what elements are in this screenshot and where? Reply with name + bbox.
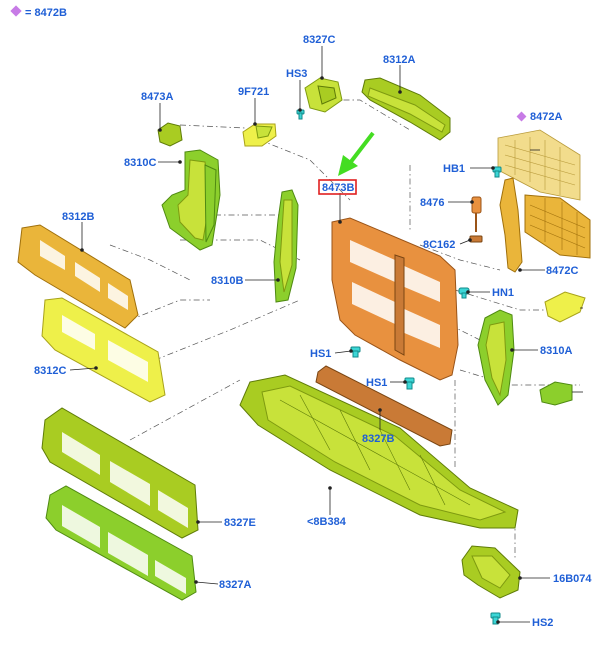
label-HB1[interactable]: HB1 [443,163,465,175]
legend: = 8472B [10,5,67,19]
part-8472A-lower[interactable] [524,194,591,259]
part-right-bracket-upper[interactable] [544,291,586,323]
selected-part-label[interactable]: 8473B [322,182,354,194]
label-HS3[interactable]: HS3 [286,68,307,80]
label-8472A[interactable]: 8472A [530,111,562,123]
label-8473A[interactable]: 8473A [141,91,173,103]
label-8472C[interactable]: 8472C [546,265,578,277]
part-8C162[interactable] [469,235,483,243]
part-8312A[interactable] [361,77,451,141]
part-8312C[interactable] [41,297,166,403]
label-9F721[interactable]: 9F721 [238,86,269,98]
label-8C162[interactable]: 8C162 [423,239,455,251]
label-HS1-right[interactable]: HS1 [366,377,387,389]
selection-highlight: 8473B [318,131,375,195]
label-8476[interactable]: 8476 [420,197,444,209]
label-8B384[interactable]: <8B384 [307,516,347,528]
label-8312C[interactable]: 8312C [34,365,66,377]
part-8310C[interactable] [161,149,221,251]
part-8B384[interactable] [239,374,519,529]
part-8472C[interactable] [499,177,523,273]
label-8327A[interactable]: 8327A [219,579,251,591]
part-8312B[interactable] [17,224,139,329]
part-8327E[interactable] [41,407,199,539]
8472A-diamond-icon [516,111,527,122]
selected-label-box [318,179,357,195]
part-8473B[interactable] [331,217,459,381]
part-right-bracket-lower[interactable] [539,381,573,406]
part-labels: 8327C 8312A HS3 8473A 9F721 8472A 8310C … [34,34,592,629]
part-8310B[interactable] [273,189,299,303]
part-8473A[interactable] [157,122,183,147]
part-8327A[interactable] [45,485,197,601]
label-8327C[interactable]: 8327C [303,34,335,46]
part-8476[interactable] [471,196,482,232]
fastener-HS1-right[interactable] [404,377,415,390]
label-8310A[interactable]: 8310A [540,345,572,357]
leader-lines [69,46,583,624]
label-HS1-left[interactable]: HS1 [310,348,331,360]
label-8327E[interactable]: 8327E [224,517,256,529]
label-8327B[interactable]: 8327B [362,433,394,445]
part-8310A[interactable] [477,309,515,406]
selection-arrow-head-icon [338,155,358,176]
part-8327C[interactable] [304,77,343,113]
legend-diamond-icon [10,5,22,17]
part-8327B[interactable] [315,365,453,447]
label-8312A[interactable]: 8312A [383,54,415,66]
legend-text: = 8472B [25,7,67,19]
label-8310C[interactable]: 8310C [124,157,156,169]
label-16B074[interactable]: 16B074 [553,573,592,585]
label-HS2[interactable]: HS2 [532,617,553,629]
part-9F721[interactable] [242,123,277,147]
label-8310B[interactable]: 8310B [211,275,243,287]
part-16B074[interactable] [461,545,521,599]
label-HN1[interactable]: HN1 [492,287,514,299]
selection-arrow-shaft [348,131,375,165]
fastener-HN1[interactable] [458,287,470,299]
label-8312B[interactable]: 8312B [62,211,94,223]
fastener-HS2[interactable] [490,612,501,625]
